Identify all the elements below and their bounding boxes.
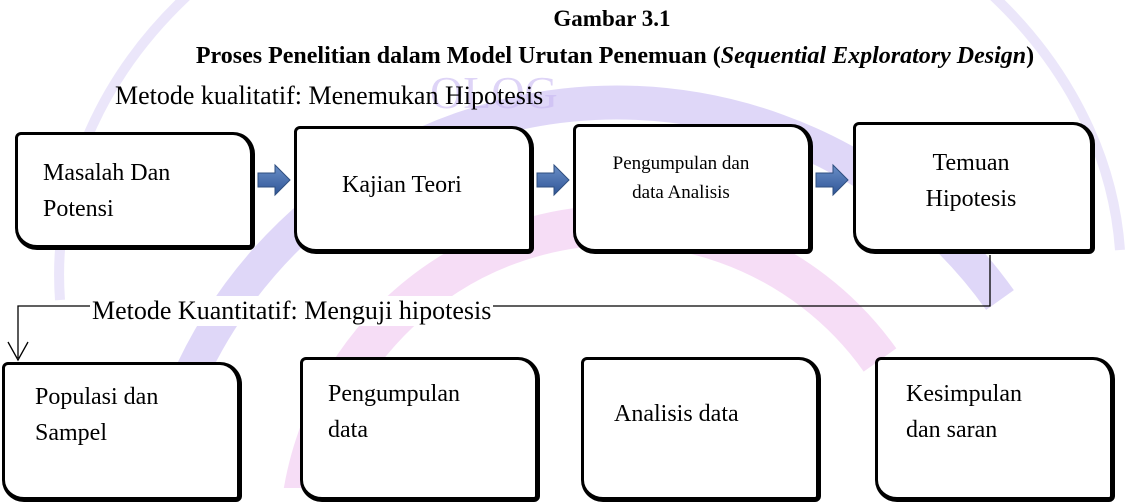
box-label-line1: Pengumpulan dan: [612, 153, 750, 174]
transition-arrowhead: [7, 341, 29, 362]
box-label-line2: data Analisis: [632, 182, 730, 204]
box-pengumpulan-dan-data-analisis: Pengumpulan dan data Analisis: [573, 124, 813, 254]
box-label-line1: Kesimpulan: [906, 381, 1022, 407]
connectors: [7, 163, 991, 362]
box-label-line1: Kajian Teori: [342, 172, 462, 198]
figure-number: Gambar 3.1: [553, 6, 671, 31]
box-kesimpulan-dan-saran: Kesimpulan dan saran: [875, 357, 1115, 502]
box-analisis-data: Analisis data: [581, 357, 821, 502]
box-masalah-dan-potensi: Masalah Dan Potensi: [15, 132, 255, 250]
qualitative-method-label: Metode kualitatif: Menemukan Hipotesis: [115, 81, 544, 110]
box-kajian-teori: Kajian Teori: [294, 126, 534, 254]
box-label-line1: Populasi dan: [35, 384, 159, 410]
flow-arrow-1: [257, 163, 291, 197]
box-label-line1: Pengumpulan: [328, 381, 460, 407]
box-populasi-dan-sampel: Populasi dan Sampel: [2, 362, 242, 502]
box-label-line2: data: [328, 417, 368, 443]
box-label-line2: dan saran: [906, 417, 998, 443]
transition-line: [17, 255, 991, 358]
flow-arrow-2: [536, 163, 570, 197]
box-label-line1: Analisis data: [614, 401, 739, 427]
box-pengumpulan-data: Pengumpulan data: [300, 357, 540, 502]
box-label-line2: Hipotesis: [925, 186, 1017, 212]
quantitative-method-label: Metode Kuantitatif: Menguji hipotesis: [90, 296, 494, 326]
box-label-line1: Masalah Dan: [43, 160, 171, 186]
box-label-line2: Sampel: [35, 420, 107, 446]
flow-arrow-3: [815, 163, 849, 197]
box-label-line1: Temuan: [932, 150, 1010, 176]
figure-title: Proses Penelitian dalam Model Urutan Pen…: [195, 43, 1035, 69]
box-label-line2: Potensi: [43, 196, 114, 222]
box-temuan-hipotesis: Temuan Hipotesis: [853, 122, 1095, 254]
